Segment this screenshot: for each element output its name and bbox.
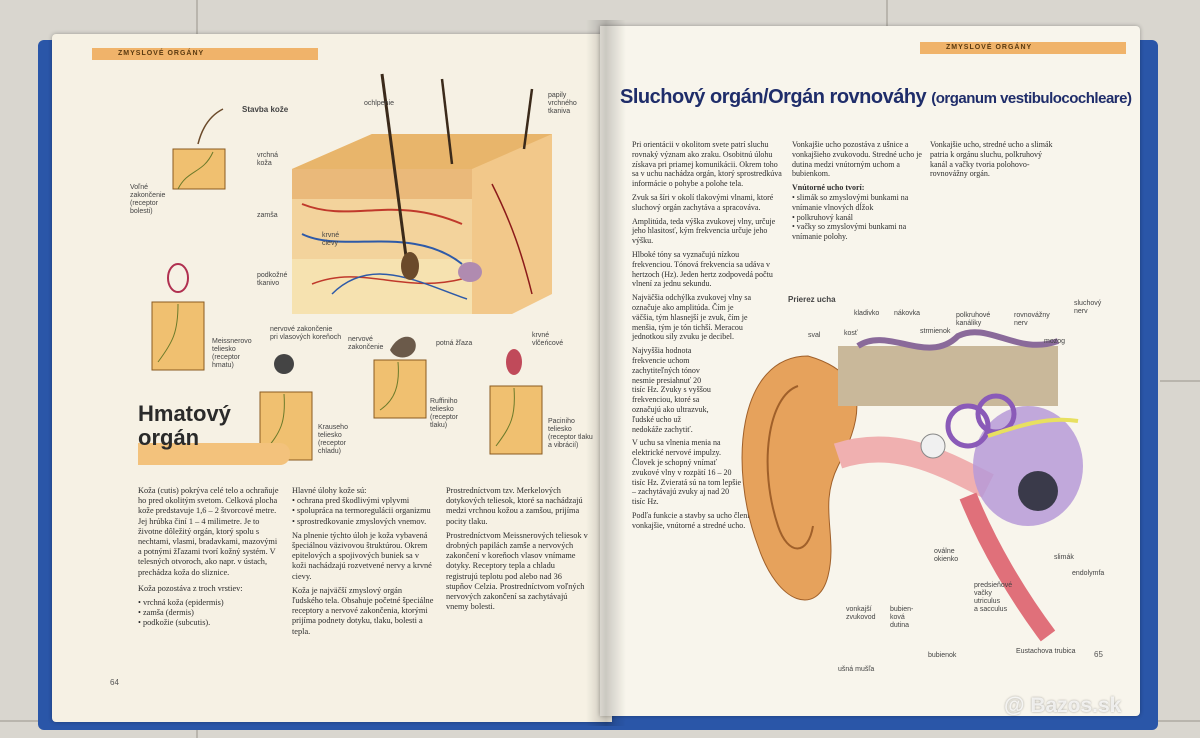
page-number-right: 65 (1094, 650, 1103, 659)
ear-label-vonkajsi: vonkajší zvukovod (846, 606, 876, 621)
ear-label-kost: kosť (844, 330, 858, 337)
tile-grout (1160, 380, 1200, 382)
ear-diagram (741, 329, 1083, 642)
paragraph: Najvyššia hodnota frekvencie uchom zachy… (632, 346, 711, 434)
right-page-title: Sluchový orgán/Orgán rovnováhy (organum … (620, 86, 1132, 109)
paragraph: Prostredníctvom tzv. Merkelových dotykov… (446, 486, 583, 526)
right-column-2: Vonkajšie ucho pozostáva z ušnice a vonk… (792, 140, 922, 242)
ear-label-bubienkova: bubien- ková dutina (890, 606, 914, 629)
receptor-2-illustration (151, 263, 205, 371)
left-heading-line1: Hmatový (138, 401, 231, 426)
ear-label-mozog: mozog (1044, 338, 1066, 345)
label-zamsa: zamša (257, 212, 278, 219)
receptor-5-illustration (489, 349, 543, 455)
list-item: • sprostredkovanie zmyslových vnemov. (292, 516, 427, 526)
ear-label-slimak: slimák (1054, 554, 1074, 561)
right-column-3: Vonkajšie ucho, stredné ucho a slimák pa… (930, 140, 1060, 183)
label-ochlpenie: ochlpenie (364, 100, 394, 107)
skin-diagram (292, 73, 552, 314)
list-item: • podkožie (subcutis). (138, 618, 211, 628)
right-title-sub: (organum vestibulocochleare) (931, 90, 1132, 107)
paragraph: Vnútorné ucho tvorí: (792, 183, 865, 193)
label-vrchna-koza: vrchná koža (257, 152, 279, 167)
right-title-main: Sluchový orgán/Orgán rovnováhy (620, 86, 927, 108)
ear-label-kladivko: kladivko (854, 310, 880, 317)
left-heading: Hmatový orgán (138, 402, 231, 450)
list-item: • ochrana pred škodlivými vplyvmi (292, 496, 410, 506)
page-number-left: 64 (110, 678, 119, 687)
list-item: • spolupráca na termoregulácii organizmu (292, 506, 431, 516)
watermark: @ Bazos.sk (1004, 694, 1122, 717)
label-papily: papily vrchného tkaniva (548, 92, 577, 115)
paragraph: Podľa funkcie a stavby sa ucho člení na … (632, 510, 759, 530)
ear-label-endolymfa: endolymfa (1072, 570, 1105, 577)
list-item: • slimák so zmyslovými bunkami na vníman… (792, 192, 909, 212)
ear-label-sluchovy: sluchový nerv (1074, 300, 1102, 315)
left-heading-line2: orgán (138, 425, 200, 450)
ear-label-ovalne: oválne okienko (934, 548, 959, 563)
ear-label-eustachova: Eustachova trubica (1016, 648, 1076, 655)
list-item: • polkruhový kanál (792, 212, 854, 222)
left-column-2: Hlavné úlohy kože sú: • ochrana pred ško… (292, 486, 434, 641)
paragraph: Amplitúda, teda výška zvukovej vlny, urč… (632, 216, 776, 246)
label-krvne-vlcence: krvné vlčeńcové (532, 332, 564, 347)
ear-label-bubienok: bubienok (928, 652, 957, 659)
ear-label-nakovka: nákovka (894, 310, 921, 317)
list-item: • zamša (dermis) (138, 608, 194, 618)
label-potna-zlaza: potná žľaza (436, 340, 473, 347)
paragraph: V uchu sa vlnenia menia na elektrické ne… (632, 438, 742, 507)
paragraph: Najväčšia odchýlka zvukovej vlny sa ozna… (632, 293, 752, 342)
right-column-1: Pri orientácii v okolitom svete patrí sl… (632, 140, 782, 534)
paragraph: Pri orientácii v okolitom svete patrí sl… (632, 140, 782, 189)
ear-label-polkruhove: polkruhové kanáliky (956, 312, 991, 327)
book-gutter (586, 20, 626, 726)
paragraph: Na plnenie týchto úloh je koža vybavená … (292, 530, 432, 581)
paragraph: Koža pozostáva z troch vrstiev: (138, 583, 243, 593)
left-column-3: Prostredníctvom tzv. Merkelových dotykov… (446, 486, 588, 616)
label-nervove-zakoncenie-2: nervové zakončenie (348, 336, 384, 351)
label-podkozne: podkožné tkanivo (257, 272, 288, 287)
receptor-3-label: Krauseho teliesko (receptor chladu) (318, 424, 348, 455)
left-column-1: Koža (cutis) pokrýva celé telo a ochraňu… (138, 486, 280, 629)
receptor-1-label: Voľné zakončenie (receptor bolesti) (130, 184, 166, 215)
paragraph: Zvuk sa šíri v okolí tlakovými vlnami, k… (632, 192, 774, 212)
paragraph: Koža (cutis) pokrýva celé telo a ochraňu… (138, 486, 279, 577)
heading-highlight (138, 443, 290, 465)
ear-label-rovnovazny: rovnovážny nerv (1014, 312, 1050, 327)
watermark-text: Bazos.sk (1030, 694, 1122, 717)
ear-diagram-title: Prierez ucha (788, 295, 836, 304)
section-band-left: ZMYSLOVÉ ORGÁNY (92, 48, 318, 60)
ear-label-sval: sval (808, 332, 821, 339)
list-item: • vrchná koža (epidermis) (138, 598, 224, 608)
receptor-5-label: Paciniho teliesko (receptor tlaku a vibr… (548, 418, 593, 449)
ear-label-predsienove: predsieňové vačky utriculus a sacculus (974, 582, 1013, 613)
open-book: ZMYSLOVÉ ORGÁNY Stavba kože ochlpenie pa… (38, 20, 1158, 730)
label-krvne-cievy: krvné cievy (322, 232, 340, 247)
paragraph: Hlavné úlohy kože sú: (292, 486, 367, 495)
left-page: ZMYSLOVÉ ORGÁNY Stavba kože ochlpenie pa… (52, 34, 612, 722)
receptor-4-label: Ruffiniho teliesko (receptor tlaku) (430, 398, 459, 429)
ear-label-usna: ušná mušľa (838, 666, 875, 673)
paragraph: Prostredníctvom Meissnerových teliesok v… (446, 530, 588, 612)
skin-diagram-title: Stavba kože (242, 105, 289, 114)
tile-grout (886, 0, 888, 30)
paragraph: Vonkajšie ucho pozostáva z ušnice a vonk… (792, 140, 922, 179)
receptor-4-illustration (373, 336, 427, 419)
receptor-2-label: Meissnerovo teliesko (receptor hmatu) (212, 338, 252, 369)
paragraph: Hlboké tóny sa vyznačujú nízkou frekvenc… (632, 249, 773, 289)
section-band-right: ZMYSLOVÉ ORGÁNY (920, 42, 1126, 54)
ear-label-strmienok: strmienok (920, 328, 951, 335)
right-page: ZMYSLOVÉ ORGÁNY Sluchový orgán/Orgán rov… (600, 26, 1140, 716)
paragraph: Vonkajšie ucho, stredné ucho a slimák pa… (930, 140, 1053, 179)
paragraph: Koža je najväčší zmyslový orgán ľudského… (292, 585, 434, 636)
label-nervove-zakoncenie: nervové zakončenie pri vlasových koreňoc… (270, 326, 342, 341)
list-item: • vačky so zmyslovými bunkami na vnímani… (792, 222, 907, 242)
receptor-1-illustration (172, 108, 226, 190)
